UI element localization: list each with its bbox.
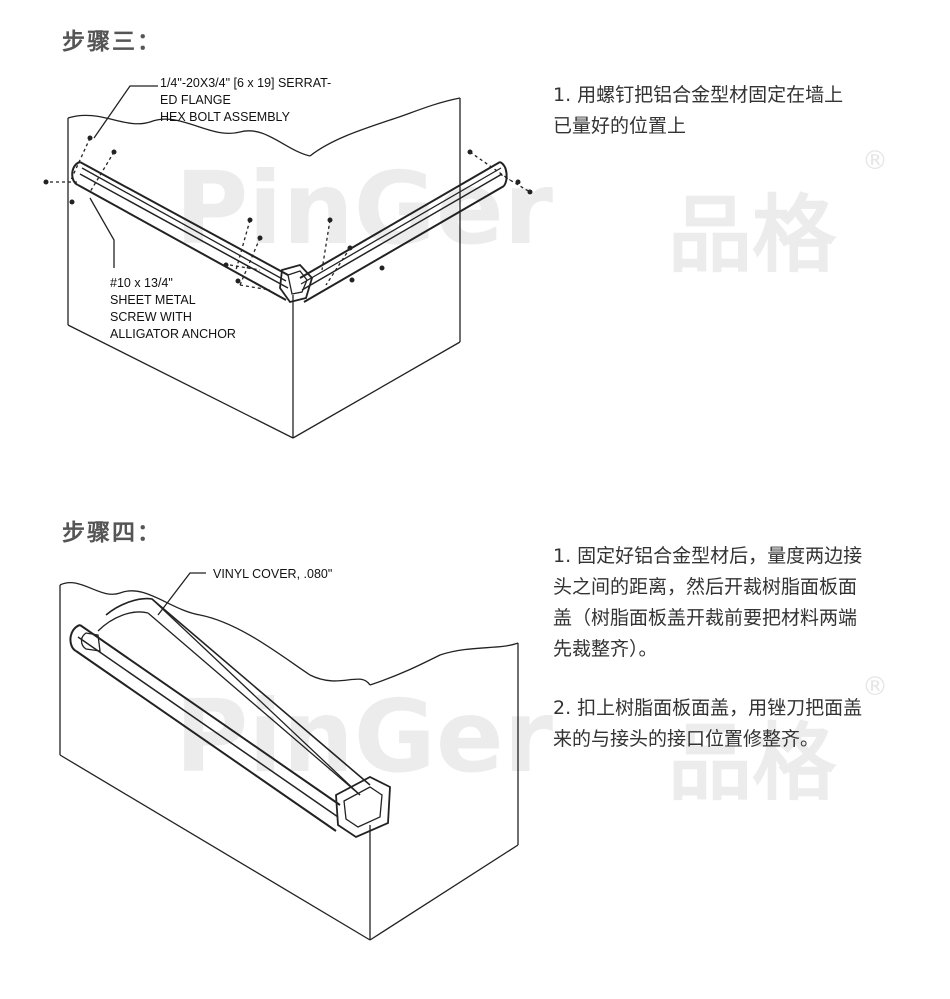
step4-corner-drawing xyxy=(59,572,519,941)
step3-instruction-1: 1. 用螺钉把铝合金型材固定在墙上已量好的位置上 xyxy=(553,84,844,137)
callout-cover: VINYL COVER, .080" xyxy=(213,566,332,583)
watermark-registered-1: ® xyxy=(862,146,888,176)
watermark-brand-cn-1: 品格 xyxy=(668,186,837,284)
watermark-registered-2: ® xyxy=(862,672,888,702)
step4-instruction-1: 1. 固定好铝合金型材后，量度两边接头之间的距离，然后开裁树脂面板面盖（树脂面板… xyxy=(553,545,863,660)
step4-instructions: 1. 固定好铝合金型材后，量度两边接头之间的距离，然后开裁树脂面板面盖（树脂面板… xyxy=(553,541,871,783)
callout-screw-line-4: ALLIGATOR ANCHOR xyxy=(110,327,236,341)
callout-bolt: 1/4"-20X3/4" [6 x 19] SERRAT- ED FLANGE … xyxy=(160,75,331,126)
step4-instruction-2: 2. 扣上树脂面板面盖，用锉刀把面盖来的与接头的接口位置修整齐。 xyxy=(553,697,863,750)
callout-screw-line-1: #10 x 13/4" xyxy=(110,276,173,290)
callout-bolt-line-1: 1/4"-20X3/4" [6 x 19] SERRAT- xyxy=(160,76,332,90)
callout-bolt-line-2: ED FLANGE xyxy=(160,93,231,107)
step3-title: 步骤三： xyxy=(62,29,162,55)
step4-title: 步骤四： xyxy=(62,520,162,546)
callout-cover-line-1: VINYL COVER, .080" xyxy=(213,567,333,581)
callout-screw: #10 x 13/4" SHEET METAL SCREW WITH ALLIG… xyxy=(110,275,236,343)
callout-bolt-line-3: HEX BOLT ASSEMBLY xyxy=(160,110,290,124)
callout-screw-line-3: SCREW WITH xyxy=(110,310,192,324)
step3-corner-drawing xyxy=(43,85,533,439)
callout-screw-line-2: SHEET METAL xyxy=(110,293,196,307)
step3-instructions: 1. 用螺钉把铝合金型材固定在墙上已量好的位置上 xyxy=(553,80,853,170)
